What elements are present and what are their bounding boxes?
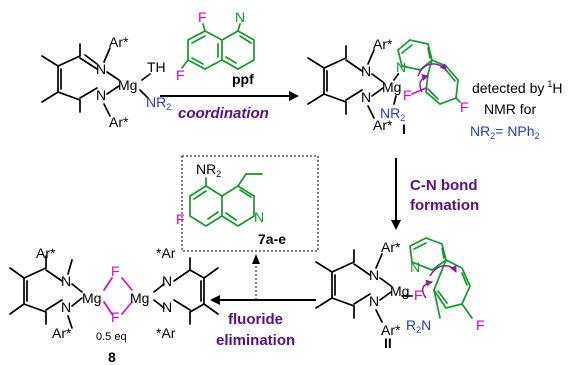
- fluorine-atom: F: [460, 99, 469, 115]
- fluoride-elimination-arrow: fluoride elimination: [210, 295, 316, 349]
- n-atom: N: [61, 299, 71, 315]
- intermediate-ii: N N Ar* Ar* Mg II N F R2N F: [315, 237, 485, 351]
- mg-atom: Mg: [382, 79, 401, 95]
- coordination-label: coordination: [178, 105, 269, 122]
- fluorine-atom: F: [176, 211, 185, 227]
- dimer-8: N N Ar* Ar* Mg F F Mg N N *Ar *Ar 0.5 eq…: [9, 245, 219, 365]
- fluorine-atom: F: [176, 67, 185, 83]
- fluorine-atom: F: [111, 309, 120, 325]
- equivalents-label: 0.5 eq: [96, 331, 127, 343]
- pyridine-n-atom: N: [254, 209, 264, 225]
- coordination-arrow: coordination: [160, 91, 299, 122]
- fluorine-atom: F: [414, 287, 423, 303]
- fluorine-atom: F: [111, 263, 120, 279]
- intermediate-ii-label: II: [384, 335, 392, 351]
- formation-label: formation: [410, 197, 479, 214]
- elimination-label: elimination: [216, 332, 295, 349]
- mg-atom: Mg: [390, 283, 409, 299]
- nr2-label: NR2: [380, 105, 405, 123]
- n-atom: N: [61, 273, 71, 289]
- mg-atom: Mg: [82, 290, 101, 306]
- mg-atom: Mg: [118, 77, 137, 93]
- product-7a-e: NR2 F N 7a-e: [176, 155, 319, 252]
- pyridine-n-atom: N: [410, 259, 420, 275]
- n-atom: N: [162, 273, 172, 289]
- nr2-label: NR2: [146, 94, 171, 112]
- ppf-reagent: N F F ppf: [165, 9, 269, 87]
- product-label: 7a-e: [258, 231, 286, 247]
- fluorine-atom: F: [476, 317, 485, 333]
- pyridine-n-atom: N: [396, 59, 406, 75]
- dimer-label: 8: [108, 349, 116, 365]
- ar-star-label: Ar*: [109, 34, 129, 50]
- intermediate-i: N N Ar* Ar* Mg NR2 I N F F: [307, 36, 469, 137]
- ar-star-label: Ar*: [373, 117, 393, 133]
- ar-star-label: Ar*: [52, 325, 72, 341]
- mg-atom: Mg: [130, 290, 149, 306]
- nr2-definition: NR2= NPh2: [470, 123, 540, 141]
- cn-bond-label: C-N bond: [410, 177, 477, 194]
- n-atom: N: [361, 89, 371, 105]
- n-atom: N: [162, 299, 172, 315]
- n-atom: N: [96, 61, 106, 77]
- star-ar-label: *Ar: [156, 245, 176, 261]
- fluorine-atom: F: [403, 87, 412, 103]
- ar-star-label: Ar*: [373, 36, 393, 52]
- n-atom: N: [96, 87, 106, 103]
- mg-thf-amide-complex: N N Ar* Ar* Mg THF NR2: [41, 34, 174, 130]
- ppf-label: ppf: [232, 71, 254, 87]
- fluorine-atom: F: [198, 9, 207, 25]
- star-ar-label: *Ar: [156, 325, 176, 341]
- intermediate-i-label: I: [402, 121, 406, 137]
- ar-star-label: Ar*: [36, 245, 56, 261]
- n-atom: N: [369, 293, 379, 309]
- nmr-for-text: NMR for: [484, 101, 536, 117]
- r2n-label: R2N: [406, 317, 431, 335]
- pyridine-n-atom: N: [235, 9, 245, 25]
- n-atom: N: [361, 63, 371, 79]
- nr2-label: NR2: [196, 161, 221, 179]
- ar-star-label: Ar*: [109, 114, 129, 130]
- dotted-arrow-head: [252, 254, 260, 264]
- fluoride-label: fluoride: [228, 311, 283, 328]
- n-atom: N: [369, 267, 379, 283]
- ar-star-label: Ar*: [381, 322, 401, 338]
- cn-bond-formation-arrow: C-N bond formation: [391, 158, 479, 230]
- ar-star-label: Ar*: [381, 239, 401, 255]
